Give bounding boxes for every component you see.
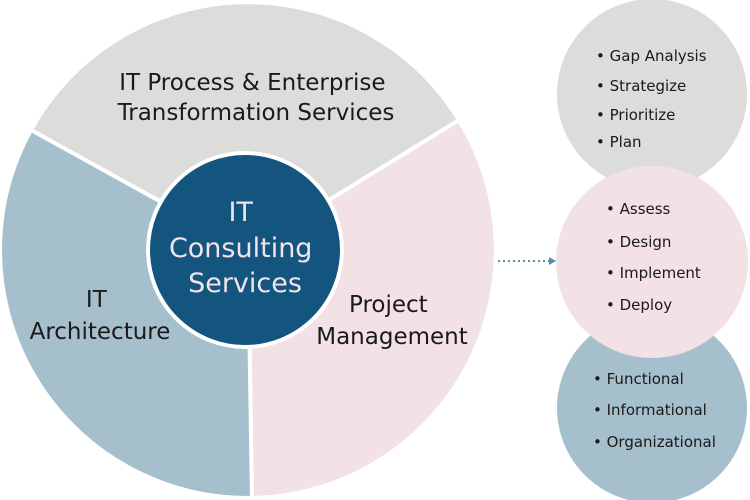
process-list: • Gap Analysis • Strategize • Prioritize… <box>596 47 707 151</box>
segment-project-label: Project Management <box>316 292 468 350</box>
detail-circle-process <box>557 0 747 189</box>
list-item: • Deploy <box>606 296 672 314</box>
list-item: • Assess <box>606 200 671 218</box>
architecture-list: • Functional • Informational • Organizat… <box>593 370 716 451</box>
list-item: • Informational <box>593 401 707 419</box>
segment-process-label: IT Process & Enterprise Transformation S… <box>117 70 395 126</box>
list-item: • Gap Analysis <box>596 47 707 65</box>
detail-circle-project <box>556 166 748 358</box>
list-item: • Design <box>606 233 671 251</box>
list-item: • Organizational <box>593 433 716 451</box>
list-item: • Prioritize <box>596 106 675 124</box>
segment-architecture-label: IT Architecture <box>30 287 171 345</box>
list-item: • Plan <box>596 133 642 151</box>
list-item: • Implement <box>606 264 701 282</box>
center-label: IT Consulting Services <box>169 197 321 299</box>
center-circle <box>146 151 344 349</box>
arrow-head-icon <box>549 257 556 265</box>
list-item: • Functional <box>593 370 684 388</box>
project-list: • Assess • Design • Implement • Deploy <box>606 200 701 314</box>
detail-circle-architecture <box>557 313 747 500</box>
list-item: • Strategize <box>596 77 686 95</box>
